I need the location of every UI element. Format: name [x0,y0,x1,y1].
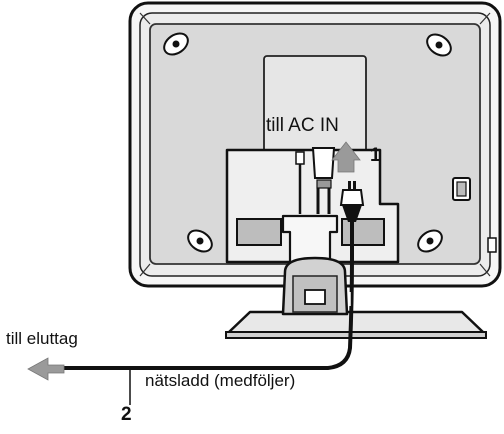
stand-base [225,310,487,339]
side-edge-tab [487,237,497,253]
side-port [452,177,471,201]
cable-holder [281,214,339,264]
screw-hole-top-right [426,33,452,57]
upper-recess-panel [263,55,367,153]
stand-neck [281,256,349,316]
step-2-label: 2 [121,404,132,425]
cable-slot-left [236,218,282,246]
outlet-label: till eluttag [6,329,78,348]
power-cord-label: nätsladd (medföljer) [145,371,296,390]
outlet-arrow [27,357,65,381]
existing-cables [295,147,336,214]
step-1-label: 1 [370,145,381,166]
insert-arrow [331,141,361,173]
screw-hole-bottom-left [187,229,213,253]
screw-hole-top-left [163,32,189,56]
cable-slot-right [341,218,385,246]
power-plug [339,181,365,222]
power-cord [60,216,354,370]
screw-hole-bottom-right [417,229,443,253]
ac-in-label: till AC IN [266,115,339,136]
